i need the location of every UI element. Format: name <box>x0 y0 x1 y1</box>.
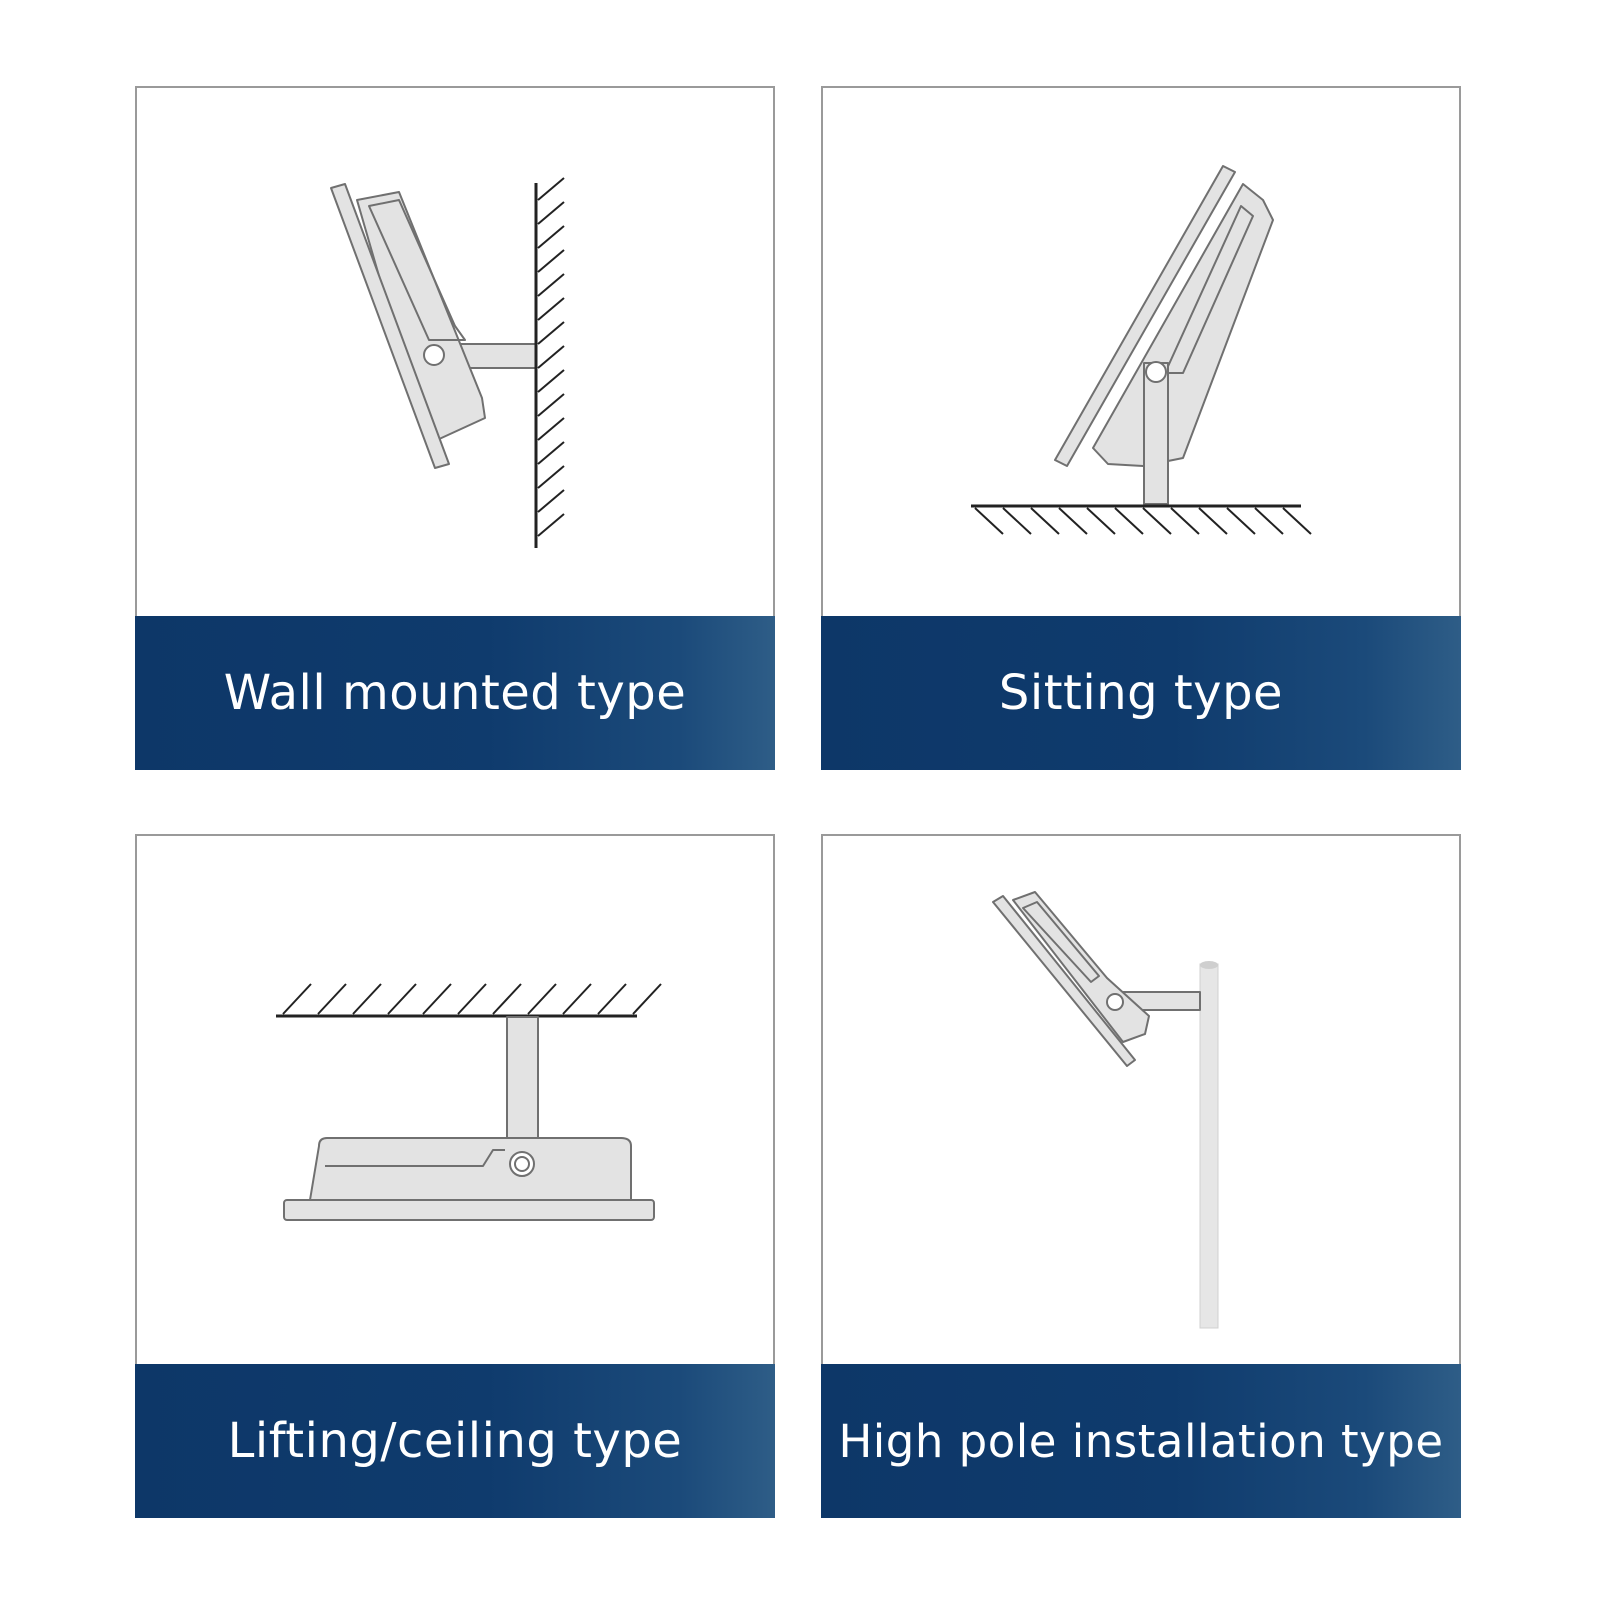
card-label: High pole installation type <box>821 1364 1461 1518</box>
sitting-floodlight-icon <box>971 165 1312 535</box>
diagram-frame <box>821 834 1461 1364</box>
sitting-card: Sitting type <box>821 86 1461 770</box>
card-label: Sitting type <box>821 616 1461 770</box>
pole-card: High pole installation type <box>821 834 1461 1518</box>
diagram-frame <box>135 834 775 1364</box>
wall-mounted-card: Wall mounted type <box>135 86 775 770</box>
diagram-frame <box>821 86 1461 616</box>
wall-mounted-floodlight-icon <box>330 177 565 548</box>
ceiling-floodlight-icon <box>276 983 662 1221</box>
pole-floodlight-icon <box>992 891 1219 1329</box>
ceiling-card: Lifting/ceiling type <box>135 834 775 1518</box>
card-label: Wall mounted type <box>135 616 775 770</box>
diagram-frame <box>135 86 775 616</box>
card-label: Lifting/ceiling type <box>135 1364 775 1518</box>
